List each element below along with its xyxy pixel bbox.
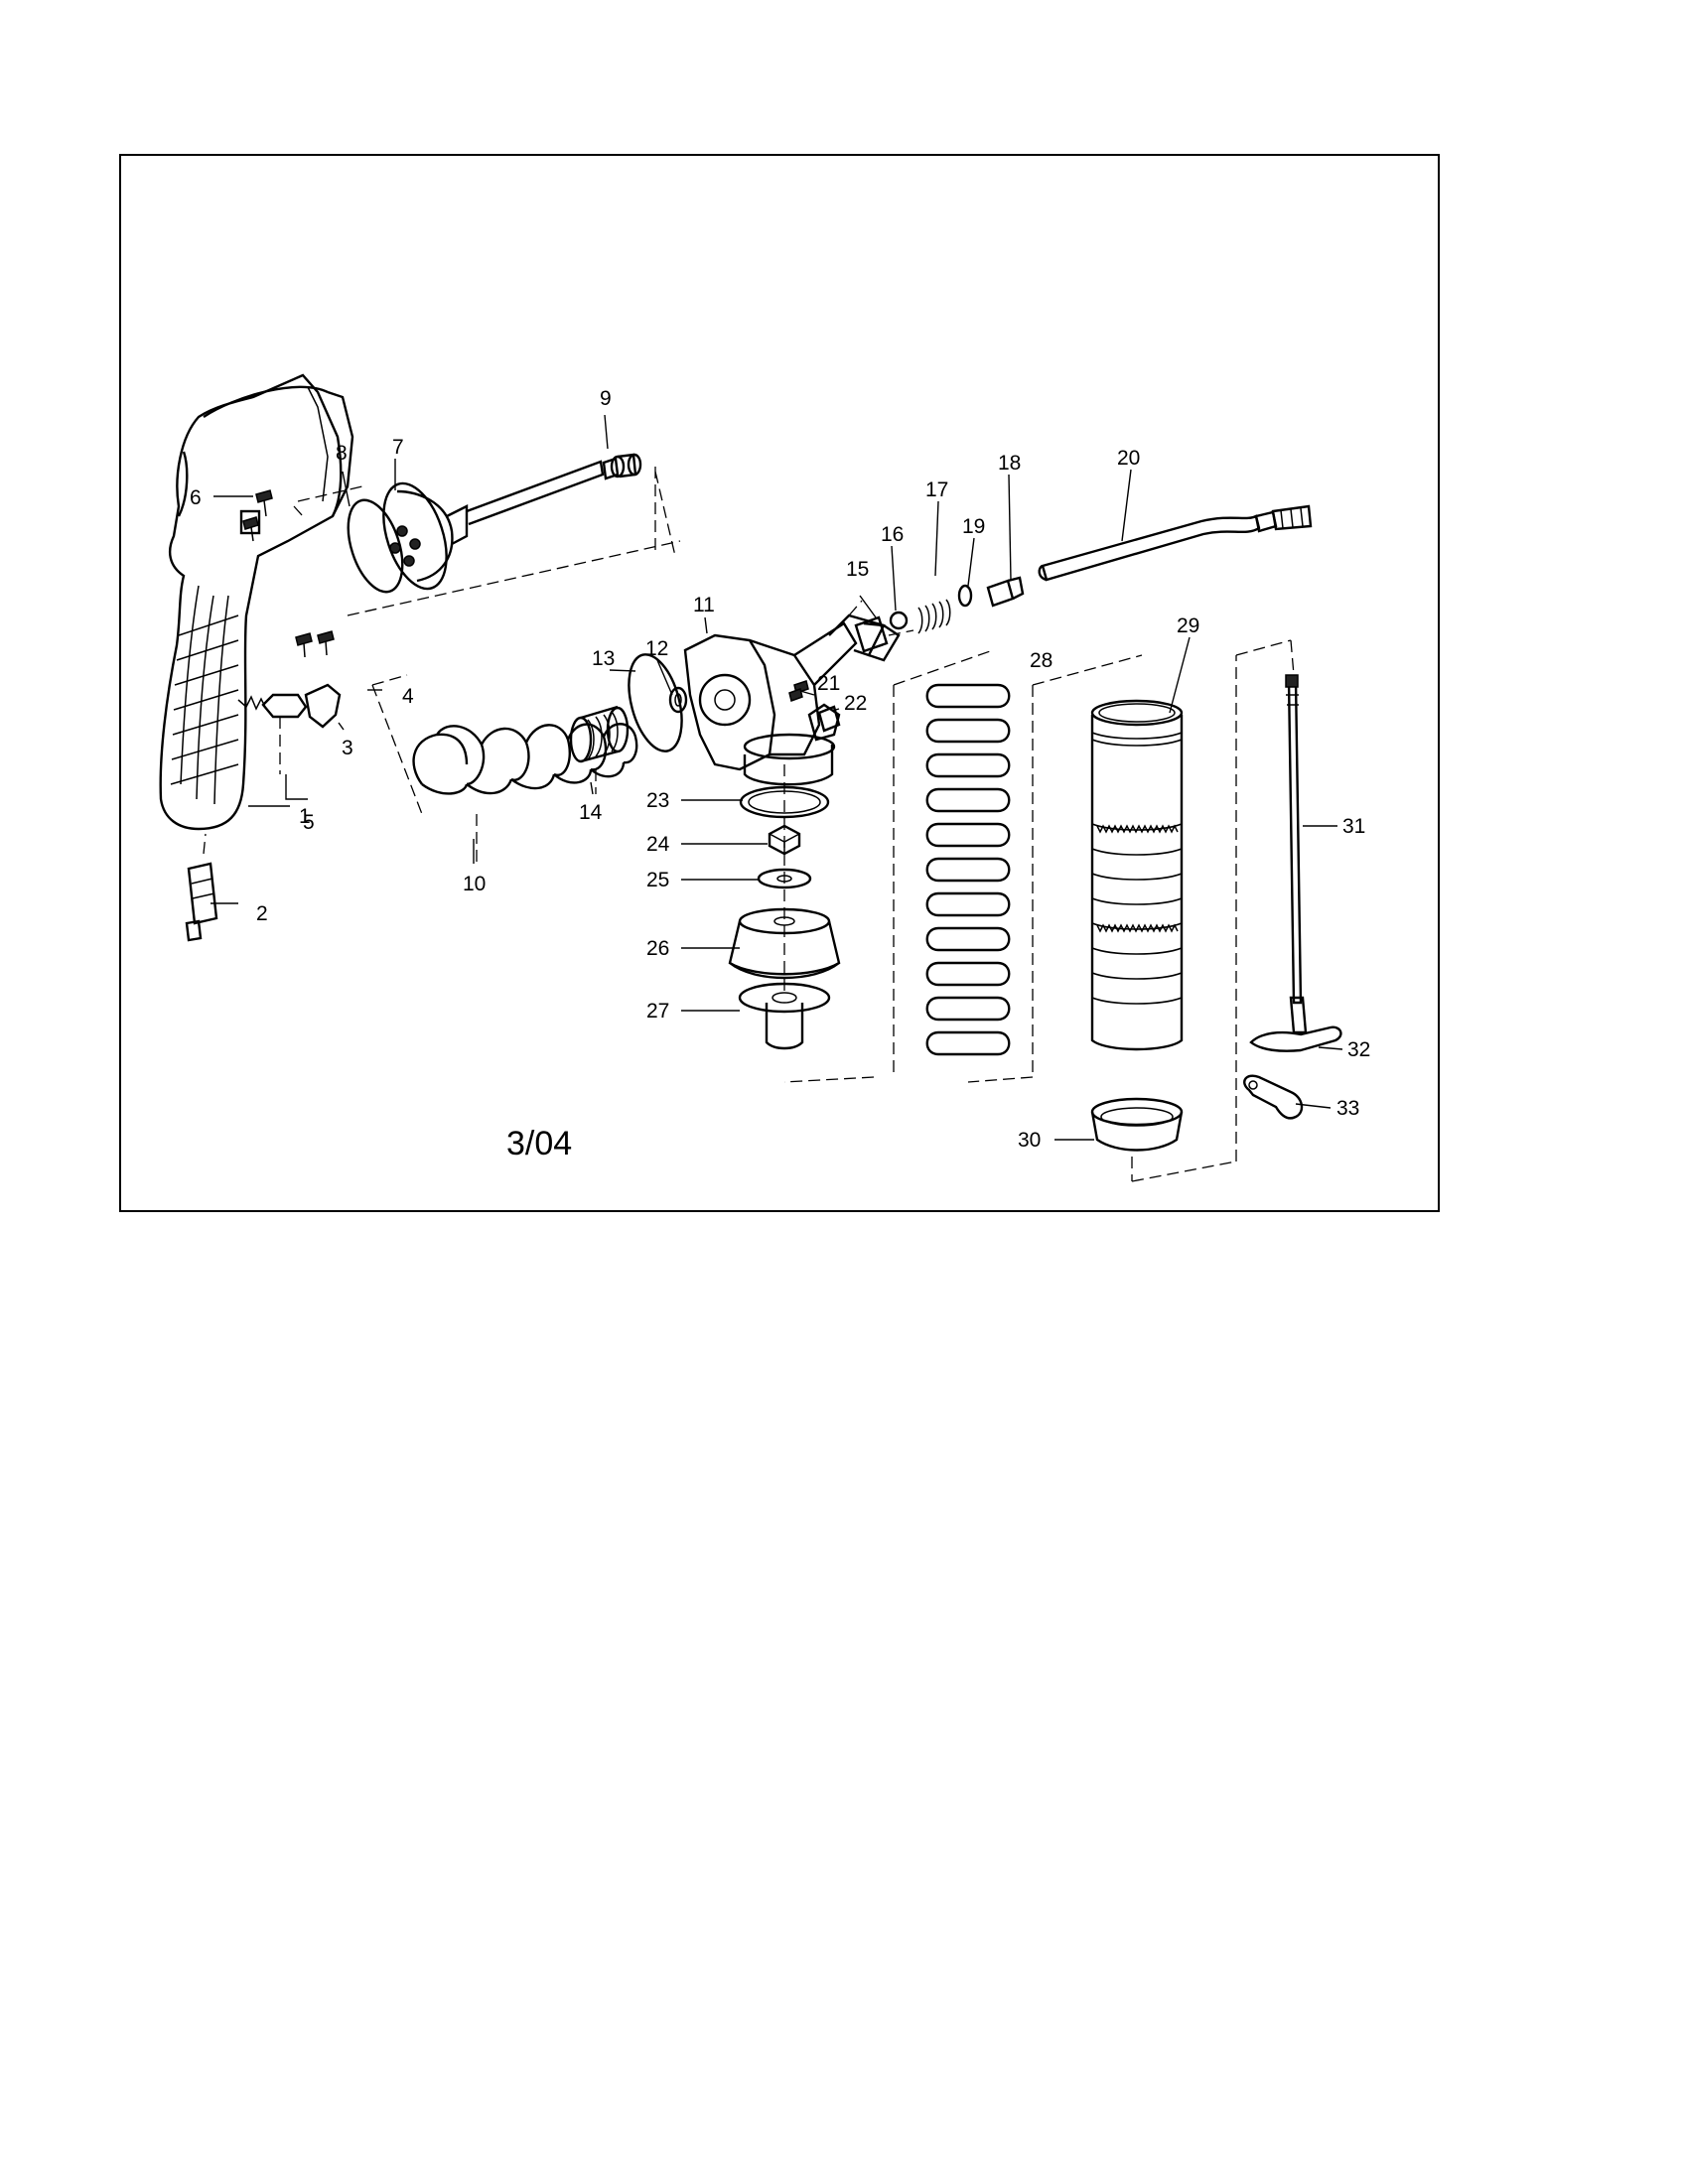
part-air-fitting [185, 833, 218, 942]
callout-30: 30 [1018, 1129, 1041, 1152]
callout-22: 22 [844, 692, 867, 715]
callout-29: 29 [1177, 614, 1199, 637]
callout-13: 13 [592, 647, 615, 670]
part-small-spring [569, 705, 630, 794]
assembly-guide-lines [297, 467, 863, 616]
part-piston [347, 457, 676, 594]
part-fittings-21-22 [788, 688, 841, 733]
part-large-spring [412, 723, 638, 864]
callout-23: 23 [646, 789, 669, 812]
callout-15: 15 [846, 558, 869, 581]
callout-10: 10 [463, 873, 486, 895]
part-clip [1243, 1074, 1304, 1120]
callout-17: 17 [925, 478, 948, 501]
callout-16: 16 [881, 523, 904, 546]
callout-9: 9 [600, 387, 612, 410]
callout-2: 2 [256, 902, 268, 925]
part-disc-seal [628, 653, 688, 752]
callout-12: 12 [645, 637, 668, 660]
callout-32: 32 [1347, 1038, 1370, 1061]
callout-31: 31 [1342, 815, 1365, 838]
part-end-cap [1090, 655, 1237, 1182]
part-pump-head [683, 614, 901, 786]
part-grease-barrel [1090, 699, 1184, 1051]
revision-date: 3/04 [506, 1125, 572, 1162]
leader-lines [210, 414, 1343, 1141]
diagram-frame [119, 154, 1440, 1212]
part-screws [242, 489, 335, 658]
part-trigger-assembly [237, 674, 423, 815]
callout-24: 24 [646, 833, 670, 856]
callout-18: 18 [998, 452, 1021, 475]
callout-27: 27 [646, 1000, 669, 1023]
callout-25: 25 [646, 869, 669, 891]
callout-14: 14 [579, 801, 603, 824]
part-bushing [610, 453, 642, 478]
callout-26: 26 [646, 937, 669, 960]
callout-11: 11 [693, 594, 715, 616]
callout-28: 28 [1030, 649, 1052, 672]
callout-4: 4 [402, 685, 414, 708]
part-base-stack [728, 764, 841, 1050]
part-gun-body [159, 373, 354, 831]
part-extension-tube [1038, 504, 1313, 582]
part-nozzle-components [854, 576, 1025, 653]
callout-1: 1 [299, 805, 311, 828]
callout-33: 33 [1336, 1097, 1359, 1120]
callout-21: 21 [817, 672, 840, 695]
callout-7: 7 [392, 436, 404, 459]
callout-20: 20 [1117, 447, 1140, 470]
part-follower-spring [783, 649, 1143, 1083]
callout-5: 5 [303, 811, 315, 834]
callout-19: 19 [962, 515, 985, 538]
part-plunger-rod [1235, 639, 1303, 1005]
callout-3: 3 [342, 737, 353, 759]
callout-6: 6 [190, 486, 202, 509]
callout-labels: 1 2 3 4 5 6 7 8 9 10 11 12 13 14 15 16 1… [190, 387, 1370, 1152]
callout-8: 8 [336, 442, 348, 465]
part-t-handle [1249, 996, 1342, 1052]
